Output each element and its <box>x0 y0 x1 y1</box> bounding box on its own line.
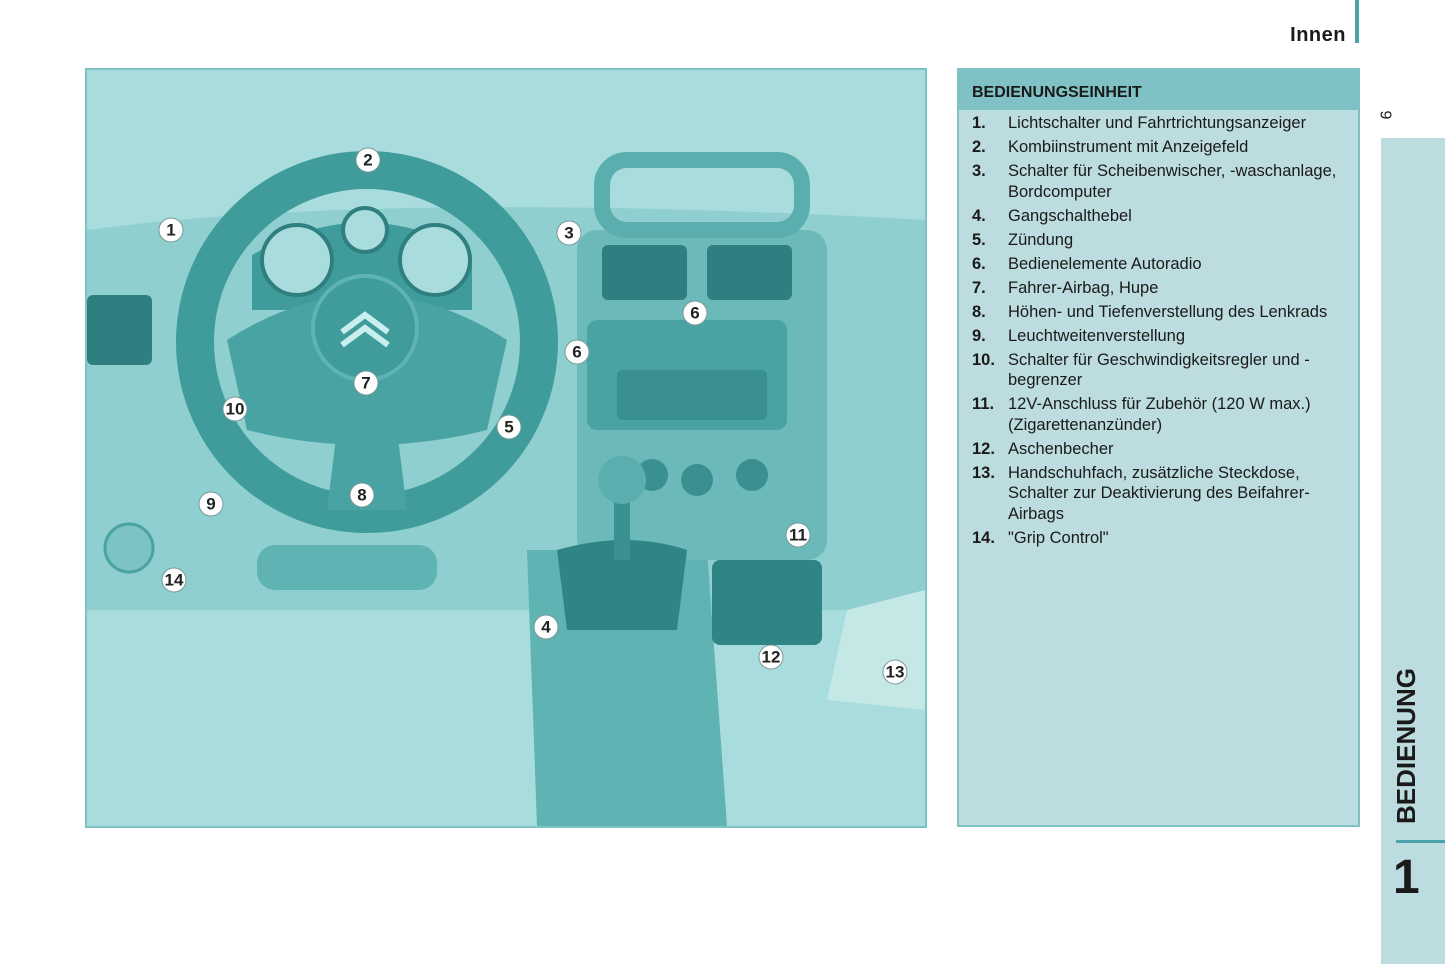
gear-boot <box>557 540 687 630</box>
callout-marker <box>161 567 187 593</box>
chapter-divider <box>1396 840 1445 843</box>
callout-label: 6 <box>572 343 581 362</box>
item-text: Gangschalthebel <box>1008 206 1132 225</box>
callout-marker <box>353 370 379 396</box>
controls-list: 1. Lichtschalter und Fahrtrichtungsanzeig… <box>959 110 1358 548</box>
item-number: 14. <box>972 528 995 547</box>
callout-label: 8 <box>357 486 366 505</box>
vent-left <box>602 245 687 300</box>
list-item: 6. Bedienelemente Autoradio <box>959 254 1358 275</box>
callout-marker <box>758 644 784 670</box>
item-number: 4. <box>972 206 986 225</box>
item-number: 6. <box>972 254 986 273</box>
item-text: Lichtschalter und Fahrtrichtungsanzeiger <box>1008 114 1307 132</box>
callout-marker <box>158 217 184 243</box>
item-text: Höhen- und Tiefenverstellung des Lenkrad… <box>1008 302 1328 321</box>
item-text: Schalter für Geschwindigkeitsregler und … <box>1008 350 1310 390</box>
ashtray <box>712 560 822 645</box>
item-number: 2. <box>972 138 986 156</box>
callout-marker <box>556 220 582 246</box>
gear-knob <box>598 456 646 504</box>
list-item: 3. Schalter für Scheibenwischer, -waschan… <box>959 161 1358 202</box>
item-text: Fahrer-Airbag, Hupe <box>1008 278 1159 297</box>
callout-marker <box>349 482 375 508</box>
callout-marker <box>785 522 811 548</box>
callout-label: 7 <box>361 374 370 393</box>
chapter-label: BEDIENUNG <box>1391 667 1421 824</box>
controls-panel: BEDIENUNGSEINHEIT 1. Lichtschalter und Fa… <box>957 68 1360 827</box>
list-item: 14. "Grip Control" <box>959 528 1358 549</box>
list-item: 5. Zündung <box>959 230 1358 251</box>
item-number: 9. <box>972 326 986 345</box>
callout-label: 1 <box>166 221 175 240</box>
callout-label: 9 <box>206 495 215 514</box>
item-number: 12. <box>972 439 995 458</box>
callout-marker <box>564 339 590 365</box>
callout-label: 11 <box>789 526 807 545</box>
callout-marker <box>533 614 559 640</box>
chapter-number: 1 <box>1393 851 1420 904</box>
list-item: 12. Aschenbecher <box>959 439 1358 460</box>
list-item: 10. Schalter für Geschwindigkeitsregler u… <box>959 350 1358 391</box>
list-item: 7. Fahrer-Airbag, Hupe <box>959 278 1358 299</box>
panel-title: BEDIENUNGSEINHEIT <box>959 70 1358 110</box>
item-text: "Grip Control" <box>1008 528 1109 547</box>
callout-label: 2 <box>363 151 372 170</box>
lower-tray <box>257 545 437 590</box>
callout-label: 12 <box>762 648 781 667</box>
list-item: 2. Kombiinstrument mit Anzeigefeld <box>959 137 1358 158</box>
item-number: 7. <box>972 278 986 297</box>
callout-marker <box>882 659 908 685</box>
callout-marker <box>222 396 248 422</box>
item-number: 13. <box>972 463 995 482</box>
item-text: Zündung <box>1008 230 1074 249</box>
item-number: 10. <box>972 350 995 369</box>
item-text: Leuchtweitenverstellung <box>1008 326 1186 345</box>
callout-marker <box>198 491 224 517</box>
page-number: 9 <box>1376 110 1394 120</box>
callout-label: 13 <box>886 663 905 682</box>
item-number: 8. <box>972 302 986 321</box>
item-text: 12V-Anschluss für Zubehör (120 W max.) (… <box>1008 395 1311 434</box>
callout-label: 10 <box>226 400 245 419</box>
item-text: Aschenbecher <box>1008 439 1114 458</box>
item-number: 1. <box>972 114 986 132</box>
section-title: Innen <box>1290 24 1346 46</box>
storage-handle <box>594 152 810 238</box>
callout-label: 14 <box>165 571 184 590</box>
callout-label: 3 <box>564 224 573 243</box>
item-number: 11. <box>972 395 995 413</box>
callout-marker <box>682 300 708 326</box>
list-item: 13. Handschuhfach, zusätzliche Steckdose,… <box>959 463 1358 525</box>
item-number: 5. <box>972 230 986 249</box>
item-text: Bedienelemente Autoradio <box>1008 254 1202 273</box>
list-item: 8. Höhen- und Tiefenverstellung des Lenkr… <box>959 302 1358 323</box>
list-item: 1. Lichtschalter und Fahrtrichtungsanzeig… <box>959 113 1358 134</box>
title-accent-bar <box>1355 0 1359 43</box>
grip-control-knob <box>103 522 155 574</box>
item-text: Handschuhfach, zusätzliche Steckdose, Sc… <box>1008 463 1310 523</box>
list-item: 4. Gangschalthebel <box>959 206 1358 227</box>
vent-right <box>707 245 792 300</box>
callout-label: 5 <box>504 418 513 437</box>
chapter-tab <box>1381 138 1445 964</box>
vent-far-left <box>87 295 152 365</box>
item-text: Kombiinstrument mit Anzeigefeld <box>1008 138 1249 156</box>
callout-marker <box>355 147 381 173</box>
list-item: 9. Leuchtweitenverstellung <box>959 326 1358 347</box>
item-text: Schalter für Scheibenwischer, -waschanla… <box>1008 162 1337 201</box>
list-item: 11. 12V-Anschluss für Zubehör (120 W max.… <box>959 394 1358 435</box>
item-number: 3. <box>972 162 986 180</box>
callout-marker <box>496 414 522 440</box>
callout-label: 4 <box>541 618 551 637</box>
brand-logo <box>340 311 390 348</box>
callout-label: 6 <box>690 304 699 323</box>
